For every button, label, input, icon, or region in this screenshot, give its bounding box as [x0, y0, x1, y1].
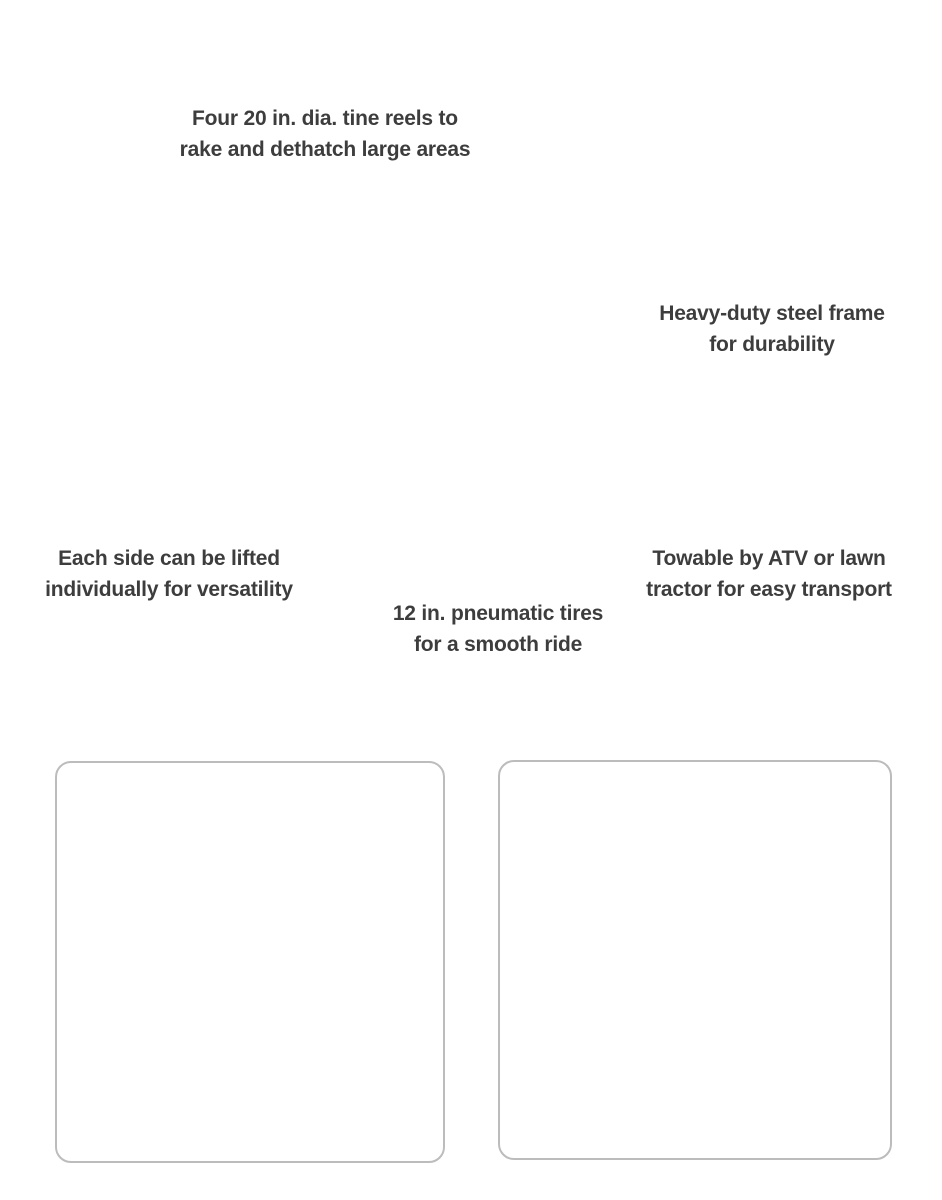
callout-steel-frame-line1: Heavy-duty steel frame [659, 302, 885, 325]
callout-towable-line1: Towable by ATV or lawn [652, 547, 886, 570]
callout-tine-reels-line1: Four 20 in. dia. tine reels to [192, 107, 458, 130]
photo-tire-closeup-art [500, 762, 890, 1158]
callout-towable: Towable by ATV or lawn tractor for easy … [646, 543, 892, 605]
photo-tire-closeup [498, 760, 892, 1160]
callout-steel-frame: Heavy-duty steel frame for durability [659, 298, 885, 360]
callout-lift-sides-line2: individually for versatility [45, 578, 293, 601]
photo-tractor-towing-rake-art [57, 763, 443, 1161]
callout-tine-reels-line2: rake and dethatch large areas [179, 138, 471, 161]
callout-steel-frame-line2: for durability [709, 333, 835, 356]
callout-towable-line2: tractor for easy transport [646, 578, 892, 601]
callout-lift-sides-line1: Each side can be lifted [58, 547, 280, 570]
product-illustration [0, 0, 942, 720]
callout-tires: 12 in. pneumatic tires for a smooth ride [392, 598, 604, 660]
callout-tine-reels: Four 20 in. dia. tine reels to rake and … [180, 103, 471, 165]
photo-tractor-towing-rake [55, 761, 445, 1163]
callout-lift-sides: Each side can be lifted individually for… [45, 543, 293, 605]
callout-tires-line1: 12 in. pneumatic tires [392, 602, 604, 625]
callout-tires-line2: for a smooth ride [413, 633, 583, 656]
